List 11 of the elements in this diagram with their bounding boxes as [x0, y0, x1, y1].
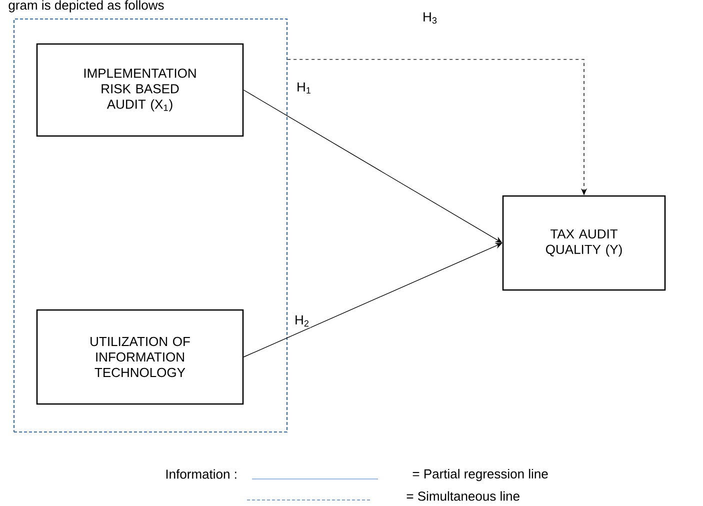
- note-text: Information :: [166, 469, 236, 479]
- variable-box: TAX AUDIT QUALITY (Y): [502, 195, 666, 291]
- edge-label: H$_{1}$: [296, 81, 312, 95]
- edge-label: H$_{3}$: [422, 11, 438, 25]
- variable-box: UTILIZATION OF INFORMATION TECHNOLOGY: [36, 309, 244, 405]
- group-frame: [13, 18, 288, 433]
- variable-box: IMPLEMENTATION RISK BASED AUDIT (X$_{1}$): [36, 43, 244, 137]
- legend-text: = Simultaneous line: [406, 491, 520, 501]
- edge-label: H$_{2}$: [294, 314, 310, 328]
- legend-text: = Partial regression line: [412, 468, 548, 482]
- note-text: gram is depicted as follows: [8, 0, 164, 12]
